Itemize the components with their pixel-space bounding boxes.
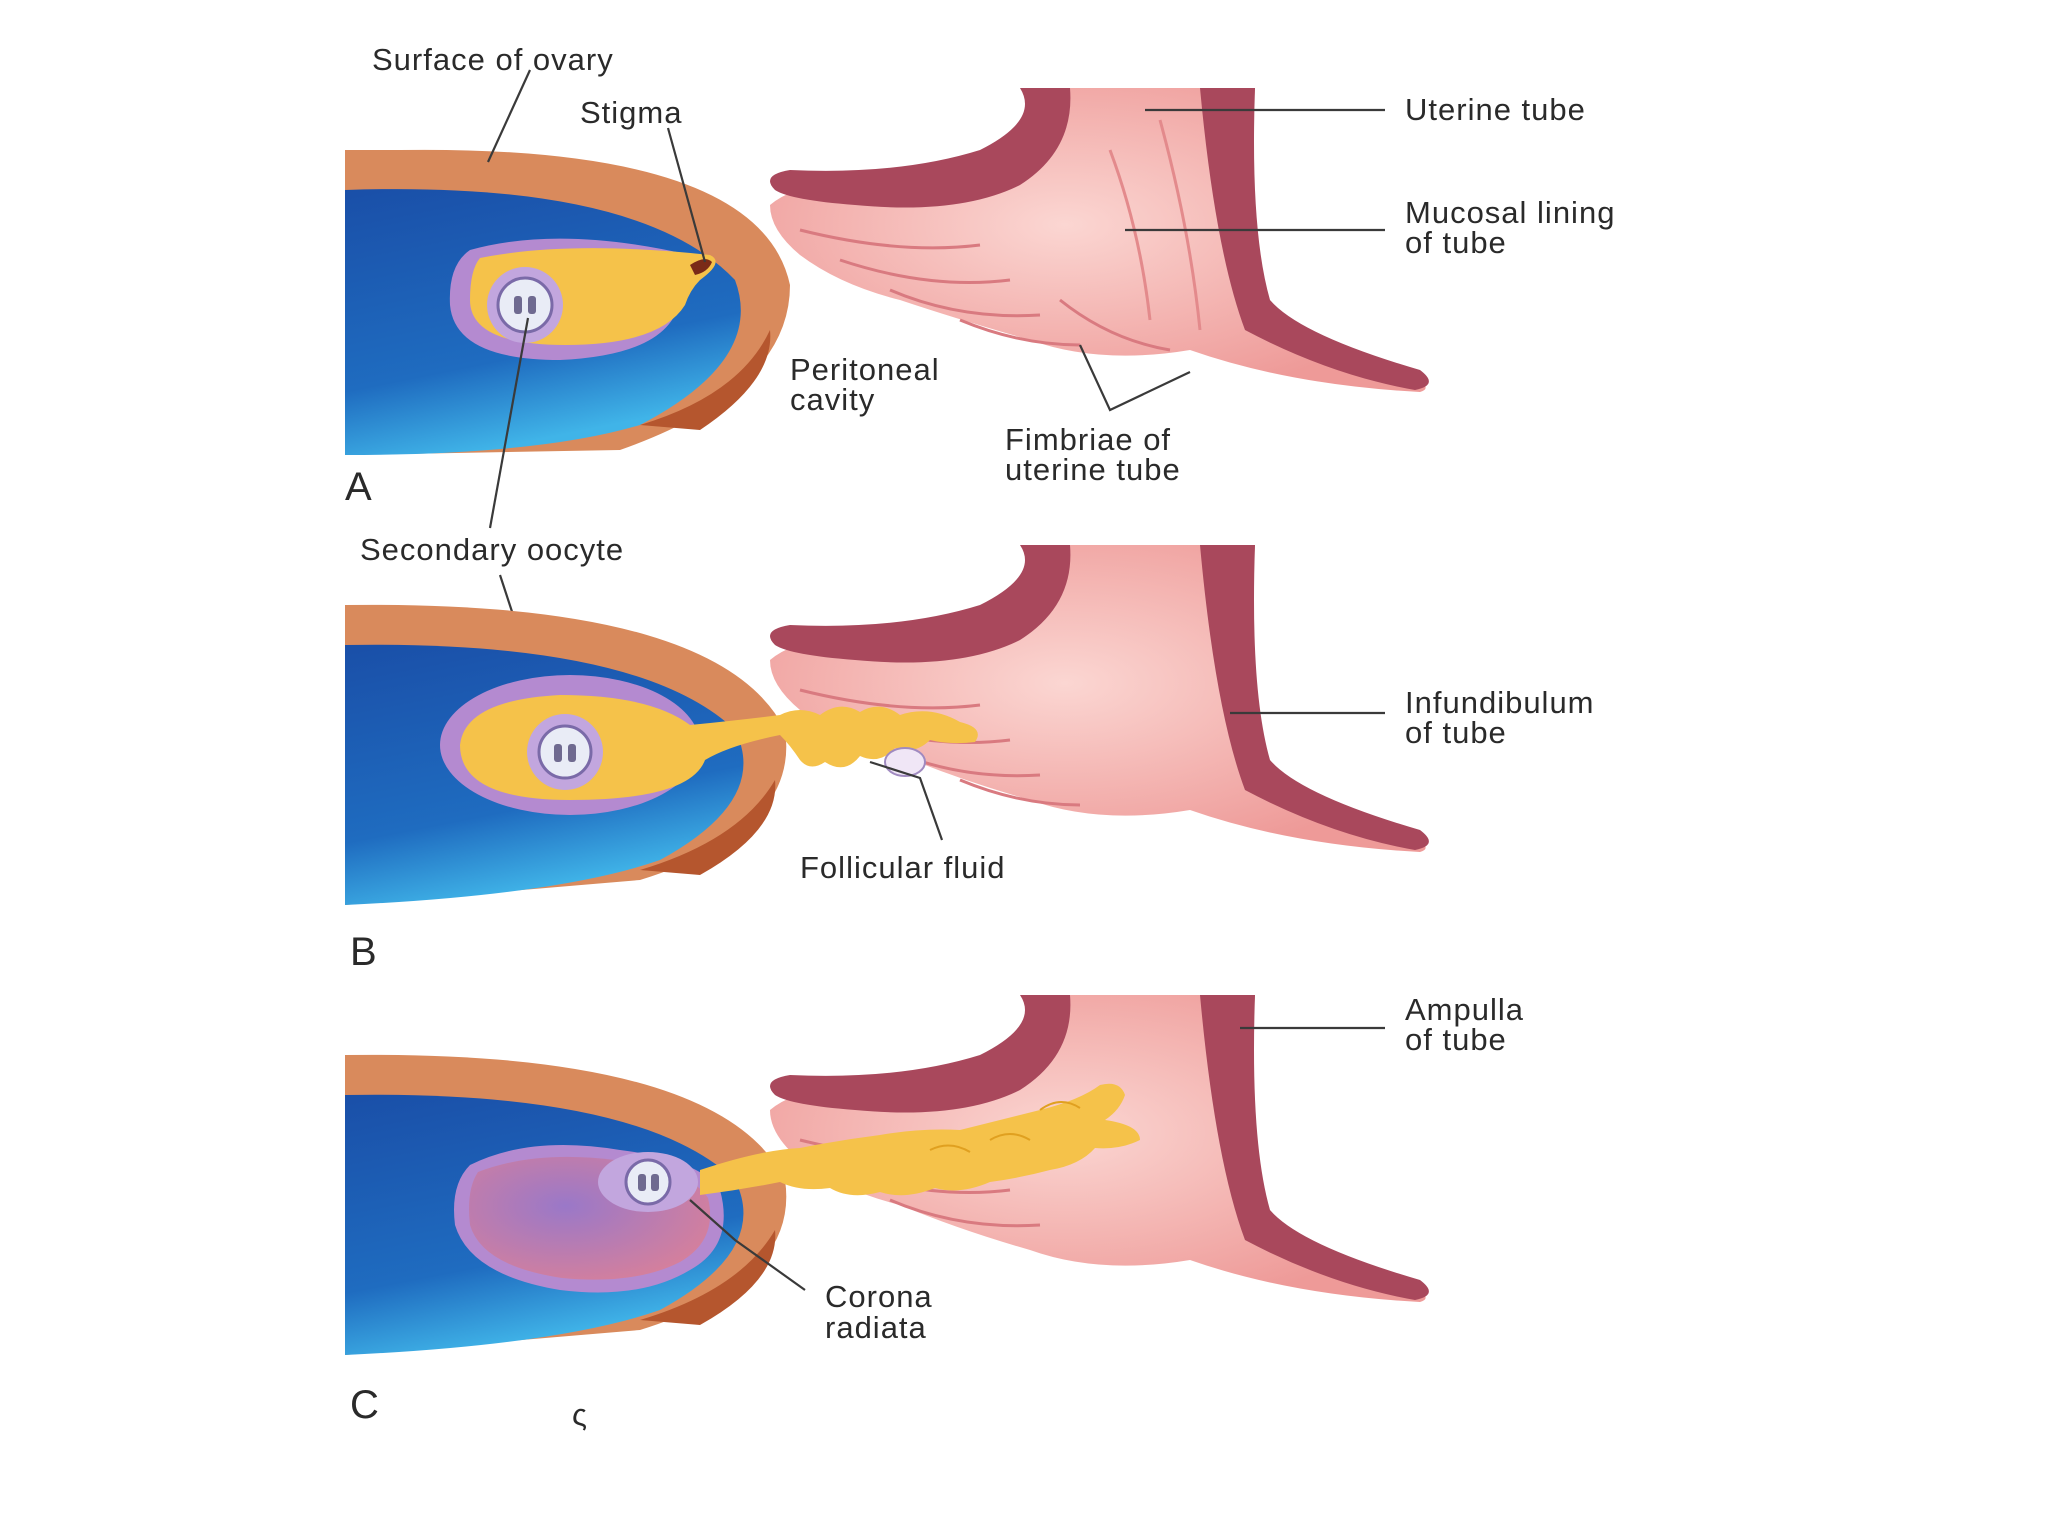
panel-b: Infundibulum of tube Follicular fluid B: [345, 545, 1595, 974]
label-corona-2: radiata: [825, 1310, 927, 1345]
panel-letter-b: B: [350, 930, 377, 974]
panel-a: Surface of ovary Stigma Uterine tube Muc…: [345, 42, 1615, 509]
label-stigma: Stigma: [580, 95, 682, 130]
stray-mark: ς: [572, 1397, 588, 1432]
label-surface-of-ovary: Surface of ovary: [372, 42, 614, 77]
corona-radiata-c: [598, 1152, 698, 1212]
label-peritoneal-2: cavity: [790, 382, 875, 417]
leader-surface: [488, 70, 530, 162]
label-mucosal-lining-2: of tube: [1405, 225, 1507, 260]
leader-follicular-fluid: [870, 762, 942, 840]
label-infundibulum-2: of tube: [1405, 715, 1507, 750]
label-corona-1: Corona: [825, 1279, 933, 1314]
label-ampulla-2: of tube: [1405, 1022, 1507, 1057]
panel-letter-a: A: [345, 465, 372, 509]
ovary-c: [345, 1055, 786, 1355]
ovary-a: [345, 150, 790, 455]
label-follicular-fluid: Follicular fluid: [800, 850, 1006, 885]
panel-c: Ampulla of tube Corona radiata C ς: [345, 992, 1524, 1432]
label-secondary-oocyte: Secondary oocyte: [360, 532, 624, 567]
label-fimbriae-2: uterine tube: [1005, 452, 1181, 487]
label-uterine-tube: Uterine tube: [1405, 92, 1586, 127]
panel-letter-c: C: [350, 1383, 379, 1427]
ovary-b: [345, 605, 786, 905]
uterine-tube-b: [770, 545, 1429, 852]
uterine-tube-a: [770, 88, 1429, 392]
